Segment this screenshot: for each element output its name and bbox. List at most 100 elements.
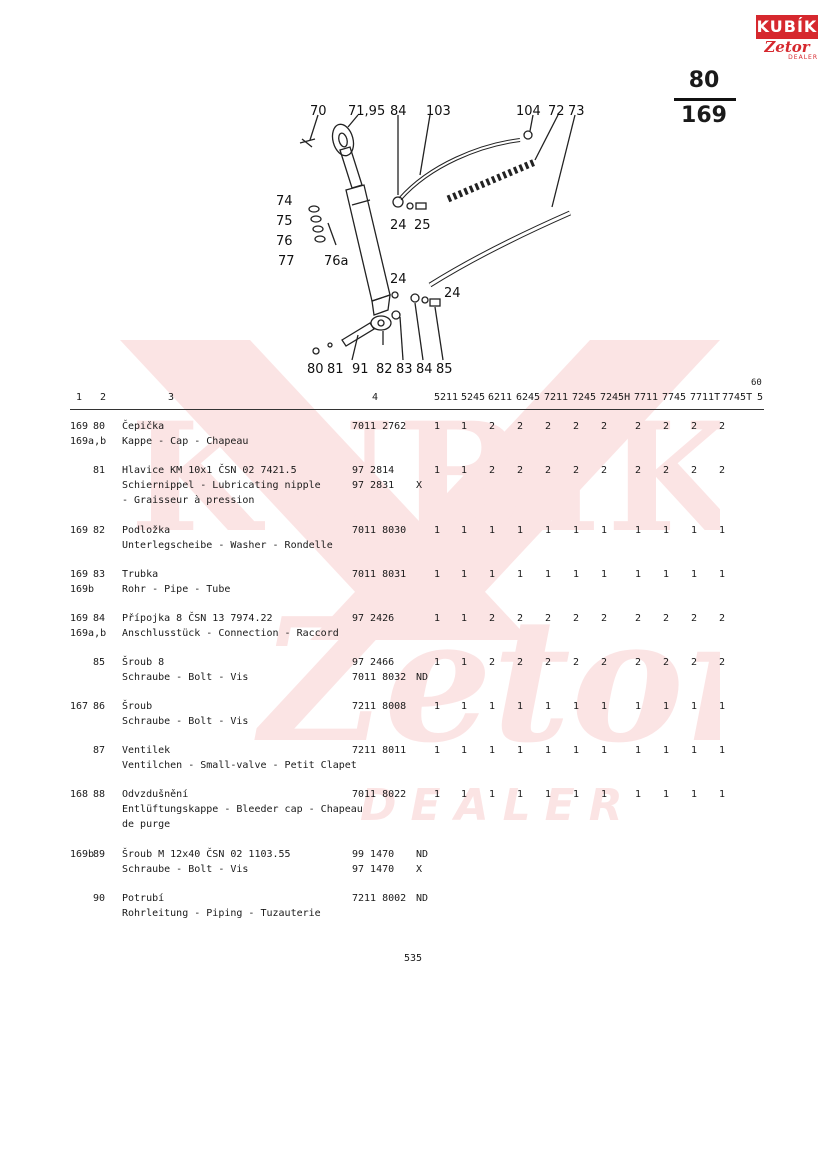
page-number-top: 80 [688, 68, 720, 93]
row-part-number: 7211 8008 [352, 701, 407, 712]
row-quantity: 2 [516, 421, 524, 432]
diagram-label-24-c: 24 [444, 286, 461, 301]
diagram-label-77: 77 [278, 254, 295, 269]
row-group-ref-alt: 169a,b [70, 628, 107, 639]
row-quantity: 1 [662, 525, 670, 536]
row-quantity: 2 [600, 465, 608, 476]
row-description: Šroub 8 [122, 657, 165, 668]
row-quantity: 1 [460, 613, 468, 624]
row-description: Čepička [122, 421, 165, 432]
row-quantity: 1 [600, 569, 608, 580]
row-group-ref-alt: 169b [70, 584, 95, 595]
diagram-label-85: 85 [436, 362, 453, 377]
row-quantity: 2 [662, 657, 670, 668]
row-part-number: 97 2831 [352, 480, 395, 491]
row-quantity: 1 [544, 701, 552, 712]
header-col2: 2 [100, 392, 107, 403]
row-description: Schraube - Bolt - Vis [122, 864, 249, 875]
row-quantity: 2 [634, 421, 642, 432]
row-quantity: 1 [572, 745, 580, 756]
header-col1: 1 [76, 392, 83, 403]
row-group-ref: 168 [70, 789, 89, 800]
row-quantity: 2 [718, 421, 726, 432]
row-part-number: 7011 2762 [352, 421, 407, 432]
row-description: Potrubí [122, 893, 165, 904]
row-quantity: 1 [600, 701, 608, 712]
page-number-bottom: 169 [681, 103, 727, 128]
diagram-label-91: 91 [352, 362, 369, 377]
row-part-code: ND [416, 672, 429, 683]
diagram-label-80: 80 [307, 362, 324, 377]
row-quantity: 2 [634, 613, 642, 624]
row-quantity: 2 [662, 613, 670, 624]
row-quantity: 2 [690, 657, 698, 668]
row-description: Odvzdušnění [122, 789, 189, 800]
row-part-number: 7211 8002 [352, 893, 407, 904]
row-quantity: 1 [433, 613, 441, 624]
row-quantity: 1 [662, 701, 670, 712]
logo-dealer-text: DEALER [788, 54, 818, 61]
diagram-label-72: 72 [548, 104, 565, 119]
row-quantity: 1 [460, 569, 468, 580]
row-part-number: 97 2814 [352, 465, 395, 476]
row-quantity: 2 [662, 421, 670, 432]
row-part-code: ND [416, 849, 429, 860]
row-quantity: 2 [516, 613, 524, 624]
model-header: 7711 [634, 392, 659, 403]
row-quantity: 1 [460, 421, 468, 432]
logo-top-text: KUBÍK [756, 15, 818, 39]
row-quantity: 1 [600, 745, 608, 756]
row-group-ref: 169 [70, 613, 89, 624]
row-quantity: 1 [488, 701, 496, 712]
diagram-label-76: 76 [276, 234, 293, 249]
model-header: 7245 [572, 392, 597, 403]
row-position: 82 [93, 525, 106, 536]
row-quantity: 2 [690, 421, 698, 432]
diagram-label-103: 103 [426, 104, 451, 119]
row-description: Unterlegscheibe - Washer - Rondelle [122, 540, 333, 551]
row-part-number: 7011 8022 [352, 789, 407, 800]
row-quantity: 2 [544, 657, 552, 668]
model-header: 6245 [516, 392, 541, 403]
row-description: Trubka [122, 569, 159, 580]
model-header: 7245H [600, 392, 631, 403]
header-col-60: 60 [751, 378, 762, 388]
row-description: Šroub M 12x40 ČSN 02 1103.55 [122, 849, 291, 860]
row-position: 87 [93, 745, 106, 756]
row-quantity: 1 [488, 569, 496, 580]
row-quantity: 2 [634, 465, 642, 476]
diagram-label-76a: 76a [324, 254, 349, 269]
row-description: Schiernippel - Lubricating nipple [122, 480, 321, 491]
row-group-ref: 169 [70, 421, 89, 432]
row-quantity: 1 [516, 569, 524, 580]
row-quantity: 1 [460, 789, 468, 800]
row-description: Schraube - Bolt - Vis [122, 716, 249, 727]
row-quantity: 2 [488, 613, 496, 624]
row-position: 84 [93, 613, 106, 624]
model-header: 5245 [461, 392, 486, 403]
diagram-label-104: 104 [516, 104, 541, 119]
diagram-label-84-b: 84 [416, 362, 433, 377]
row-group-ref: 167 [70, 701, 89, 712]
diagram-label-75: 75 [276, 214, 293, 229]
row-quantity: 2 [516, 657, 524, 668]
row-quantity: 1 [662, 745, 670, 756]
row-quantity: 2 [488, 421, 496, 432]
row-quantity: 1 [662, 789, 670, 800]
row-part-code: ND [416, 893, 429, 904]
row-position: 86 [93, 701, 106, 712]
row-description: Kappe - Cap - Chapeau [122, 436, 249, 447]
row-position: 80 [93, 421, 106, 432]
row-part-number: 97 2466 [352, 657, 395, 668]
row-description: de purge [122, 819, 171, 830]
logo-bottom-text: Zetor [764, 38, 810, 56]
model-header: 6211 [488, 392, 513, 403]
row-quantity: 2 [544, 613, 552, 624]
row-quantity: 1 [634, 525, 642, 536]
row-quantity: 2 [572, 613, 580, 624]
model-header: 7745 [662, 392, 687, 403]
page-number-divider [674, 98, 736, 101]
row-quantity: 1 [718, 569, 726, 580]
row-quantity: 1 [572, 789, 580, 800]
row-description: Hlavice KM 10x1 ČSN 02 7421.5 [122, 465, 297, 476]
